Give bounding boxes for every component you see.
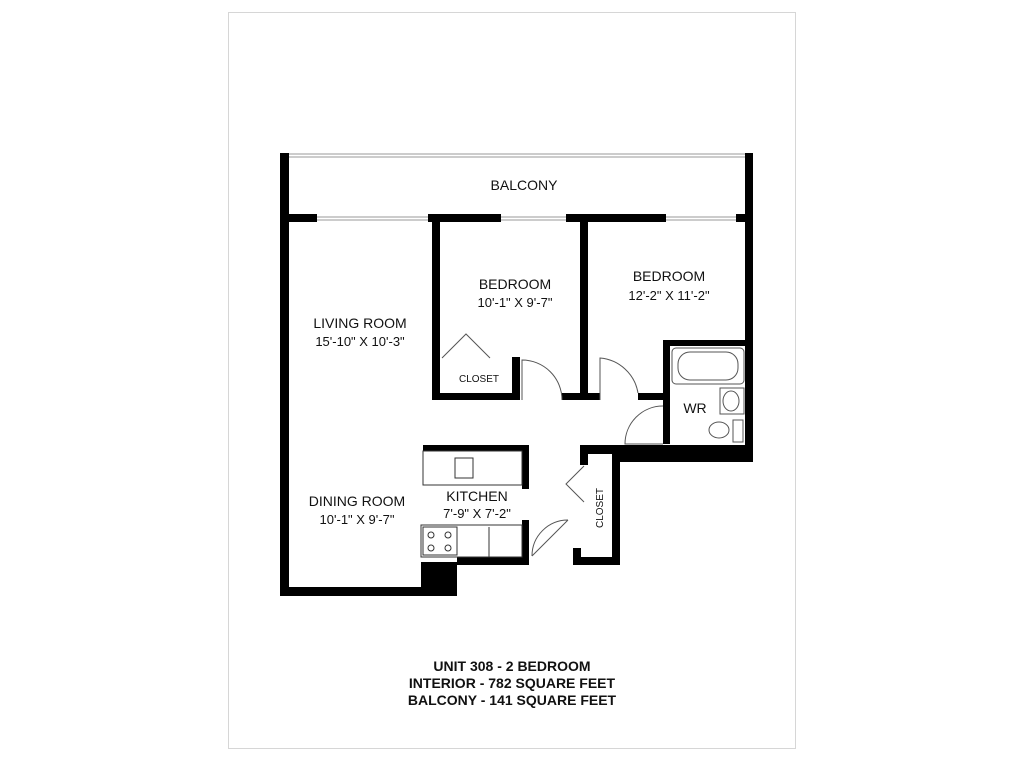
label-bedroom2-name: BEDROOM (633, 268, 705, 284)
label-bedroom2-size: 12'-2" X 11'-2" (628, 288, 710, 303)
kitchen-fixtures (420, 450, 523, 558)
wall-kitchen-right (522, 445, 529, 489)
wall-bedroom2-right (745, 214, 753, 462)
bathtub (671, 347, 745, 385)
wall-lower-right2 (612, 454, 753, 462)
door-kitchen (531, 519, 569, 557)
wall-closet-stub (573, 548, 581, 565)
label-kitchen-name: KITCHEN (446, 488, 507, 504)
caption-unit: UNIT 308 - 2 BEDROOM (433, 658, 591, 674)
stove (422, 526, 458, 556)
toilet (708, 421, 730, 439)
label-bedroom1-size: 10'-1" X 9'-7" (478, 295, 553, 310)
balcony-railing (289, 153, 745, 221)
label-washroom: WR (683, 400, 706, 416)
wall-bedroom1-left (432, 214, 440, 400)
label-hall-closet: CLOSET (595, 488, 606, 528)
wall-balcony-mid2 (566, 214, 666, 222)
wall-wr-left (663, 340, 670, 444)
wall-balcony-mid (428, 214, 501, 222)
label-living-room-size: 15'-10" X 10'-3" (315, 334, 405, 349)
wall-bottom (280, 587, 457, 596)
wall-kitchen-top (423, 445, 529, 451)
wall-balcony-left (280, 214, 317, 222)
counter-bottom (420, 524, 523, 558)
wall-bedroom-divider-bottom (562, 393, 600, 400)
label-bedroom-closet: CLOSET (459, 374, 499, 385)
wall-bedroom1-stub (512, 357, 520, 400)
wr-sink (719, 387, 745, 415)
label-dining-room-name: DINING ROOM (309, 493, 405, 509)
walls (280, 153, 753, 596)
door-hall-closet (565, 465, 585, 503)
room-labels: BALCONY BEDROOM 10'-1" X 9'-7" BEDROOM 1… (309, 177, 710, 528)
door-bedroom-closet (441, 333, 491, 359)
door-swings (441, 333, 664, 557)
door-wr (624, 405, 664, 445)
caption-balcony: BALCONY - 141 SQUARE FEET (407, 692, 617, 708)
wall-closet-top (580, 445, 588, 465)
label-bedroom1-name: BEDROOM (479, 276, 551, 292)
wall-left (280, 153, 289, 596)
wall-wr-top (663, 340, 753, 346)
unit-caption: UNIT 308 - 2 BEDROOM INTERIOR - 782 SQUA… (228, 658, 796, 709)
wall-corner-block (421, 562, 457, 596)
wall-wr-bottom-stub (638, 393, 670, 400)
label-dining-room-size: 10'-1" X 9'-7" (320, 512, 395, 527)
wall-bedroom1-bottom (432, 393, 520, 400)
wall-closet-bottom (573, 557, 620, 565)
counter-top (422, 450, 523, 486)
caption-interior: INTERIOR - 782 SQUARE FEET (408, 675, 616, 691)
balcony-post-right (745, 153, 753, 223)
label-kitchen-size: 7'-9" X 7'-2" (443, 506, 511, 521)
door-bedroom1 (521, 359, 563, 401)
wall-kitchen-right-low (522, 520, 529, 565)
wall-lower-right (580, 445, 753, 454)
door-bedroom2 (599, 357, 639, 400)
wall-balcony-right (736, 214, 753, 222)
kitchen-sink (454, 457, 474, 479)
label-living-room-name: LIVING ROOM (313, 315, 406, 331)
washroom-fixtures (671, 347, 745, 443)
wall-closet-right (612, 454, 620, 565)
wall-kitchen-bottom (457, 557, 529, 565)
wall-bedroom-divider (580, 214, 588, 400)
label-balcony: BALCONY (491, 177, 559, 193)
